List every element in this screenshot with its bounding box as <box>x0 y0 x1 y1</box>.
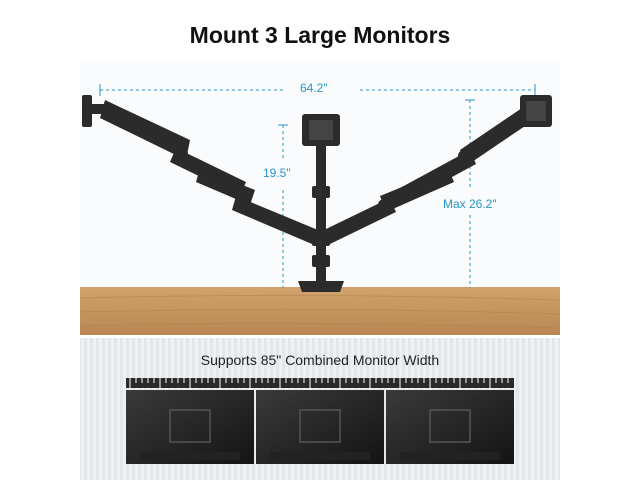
right-arm <box>324 95 552 244</box>
width-dimension-label: 64.2" <box>300 81 328 95</box>
center-pole <box>298 114 344 292</box>
pole-height-dimension-line <box>278 124 288 288</box>
width-dimension-line <box>99 84 536 96</box>
monitor-row <box>126 390 514 464</box>
monitor-center <box>256 390 384 464</box>
headline: Mount 3 Large Monitors <box>189 22 451 48</box>
monitor-right <box>386 390 514 464</box>
ruler <box>126 378 514 388</box>
width-support-caption: Supports 85" Combined Monitor Width <box>200 352 440 368</box>
pole-height-dimension-label: 19.5" <box>263 166 291 180</box>
monitor-left <box>126 390 254 464</box>
max-height-dimension-label: Max 26.2" <box>443 197 497 211</box>
left-arm <box>82 95 318 244</box>
desk <box>80 287 560 335</box>
